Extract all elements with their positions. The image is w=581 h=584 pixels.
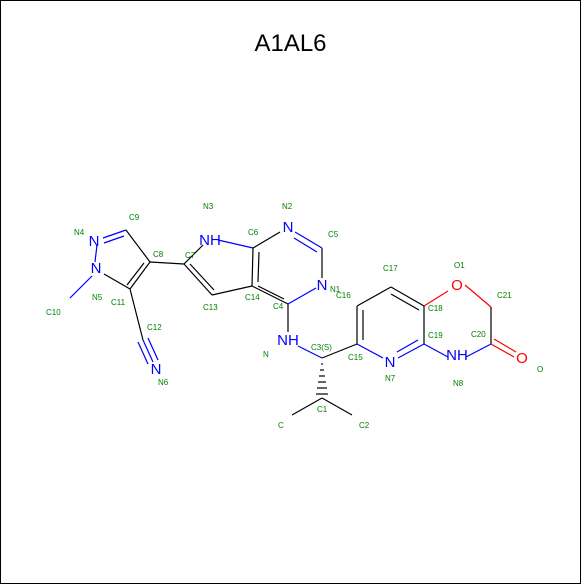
- molecule-title: A1AL6: [254, 30, 327, 57]
- bond-n4-c9-double: [103, 235, 125, 244]
- bond-c12-n6-b: [137, 341, 149, 365]
- label-c5: C5: [328, 230, 339, 239]
- bond-c20-o2-double: [493, 338, 517, 353]
- atom-n8: NH: [446, 347, 468, 364]
- bond-c6-n2: [252, 231, 281, 249]
- bond-n-c3: [297, 345, 323, 359]
- label-o1: O1: [454, 261, 465, 270]
- label-n5: N5: [92, 293, 103, 302]
- bond-n8-c19: [423, 343, 449, 358]
- bond-c4-c14-double: [257, 285, 285, 300]
- bond-c18-o1: [423, 290, 449, 307]
- atom-n4: N: [89, 233, 100, 250]
- bond-c7-c13-double: [189, 263, 215, 291]
- atom-o1: O: [451, 277, 463, 294]
- bond-c20-n8: [465, 343, 492, 358]
- label-n3: N3: [203, 202, 214, 211]
- label-c17: C17: [383, 264, 398, 273]
- label-n6: N6: [158, 378, 169, 387]
- label-c9: C9: [129, 213, 140, 222]
- atom-index-labels: N4 N5 C9 C8 C10 C11 C12 N6 N3 C7 C6 N2 C…: [46, 202, 543, 430]
- label-c11: C11: [111, 298, 126, 307]
- bond-c14-c6: [251, 247, 254, 287]
- bond-c7-c13: [183, 263, 213, 296]
- label-n7: N7: [385, 374, 396, 383]
- bond-n3-c6: [217, 239, 254, 249]
- bond-c17-c18: [390, 286, 425, 307]
- label-c8: C8: [153, 250, 164, 259]
- bond-c11-c12: [129, 288, 144, 341]
- atom-n6: N: [151, 361, 162, 378]
- bond-c7-n3: [183, 244, 204, 265]
- label-n1: N1: [330, 285, 341, 294]
- label-c7: C7: [185, 251, 196, 260]
- bond-c8-c7: [149, 261, 185, 265]
- bond-o1-c21: [464, 284, 492, 308]
- bond-c20-o2: [490, 343, 515, 358]
- bonds: [69, 229, 517, 416]
- bond-n7-c15: [356, 343, 384, 359]
- bond-c19-n7: [397, 343, 425, 359]
- label-n8: N8: [453, 379, 464, 388]
- label-c3s: C3(S): [311, 343, 332, 352]
- label-c6: C6: [248, 228, 259, 237]
- bond-n2-c5: [294, 231, 323, 249]
- bond-c9-c8: [125, 229, 151, 263]
- label-c19: C19: [428, 331, 443, 340]
- atom-n2: N: [283, 219, 294, 236]
- bond-c14-c6-double: [257, 251, 260, 283]
- bond-c13-c14: [211, 285, 253, 296]
- label-c13: C13: [203, 303, 218, 312]
- bond-c16-c17: [356, 286, 392, 307]
- bond-c12-n6-a: [142, 339, 154, 363]
- label-c14: C14: [245, 293, 260, 302]
- bond-n5-c10: [69, 275, 93, 299]
- bond-n2-c5-double: [293, 237, 318, 253]
- element-symbols: N N N NH N N NH N NH O O: [89, 219, 528, 378]
- bond-c1-c2: [321, 397, 353, 416]
- label-n2: N2: [282, 202, 293, 211]
- label-c12: C12: [147, 323, 162, 332]
- label-c10: C10: [46, 308, 61, 317]
- label-n4: N4: [74, 228, 85, 237]
- atom-n3: NH: [199, 232, 221, 249]
- label-o2: O: [537, 365, 543, 374]
- atom-o2: O: [516, 350, 528, 367]
- bond-c4-c14: [251, 285, 289, 305]
- label-c2: C2: [359, 421, 370, 430]
- label-c21: C21: [497, 291, 512, 300]
- bond-n1-c4: [287, 287, 317, 305]
- atom-n1: N: [317, 277, 328, 294]
- bond-c19-n7-double: [396, 339, 419, 353]
- bond-c8-c11-double: [126, 262, 145, 286]
- bond-c1-c: [291, 397, 323, 416]
- bond-c11-n5: [103, 273, 131, 290]
- label-c1: C1: [317, 405, 328, 414]
- atom-n5: N: [91, 260, 102, 277]
- bond-n4-c9: [102, 229, 127, 239]
- bond-n4-n5: [94, 244, 98, 263]
- label-c: C: [278, 421, 284, 430]
- atom-n7: N: [385, 354, 396, 371]
- bond-c3-c15: [321, 343, 358, 359]
- bond-c8-c11: [129, 261, 151, 290]
- label-n-amine: N: [263, 350, 269, 359]
- label-c18: C18: [428, 304, 443, 313]
- label-c20: C20: [471, 330, 486, 339]
- label-c4: C4: [273, 302, 284, 311]
- label-c16: C16: [336, 291, 351, 300]
- atom-n-amine: NH: [277, 332, 299, 349]
- label-c15: C15: [348, 353, 363, 362]
- bond-c12-n6-c: [147, 337, 159, 361]
- bond-c17-c18-double: [390, 293, 420, 311]
